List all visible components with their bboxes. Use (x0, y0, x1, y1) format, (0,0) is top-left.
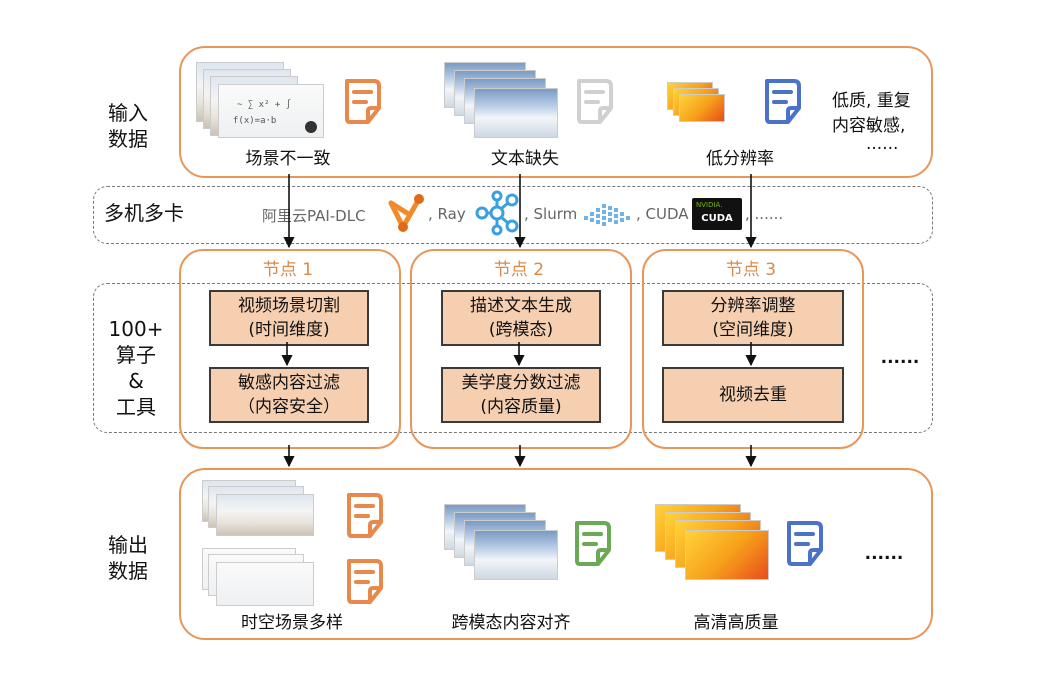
node-1-title: 节点 1 (262, 260, 314, 280)
document-icon (342, 78, 384, 126)
mm-item-ray: , Ray (428, 205, 466, 223)
nvidia-badge-text: NVIDIA. (696, 201, 723, 209)
op-aesthetic-filter: 美学度分数过滤 (内容质量) (441, 367, 601, 423)
input-extra-line-1: 低质, 重复 (832, 91, 911, 111)
op-resolution-adjust: 分辨率调整 (空间维度) (662, 290, 844, 346)
multi-machine-panel (93, 186, 933, 244)
input-data-label: 输入 数据 (108, 101, 148, 151)
output-more: ...... (864, 544, 904, 564)
document-icon (344, 492, 386, 540)
input-extra-line-3: ...... (866, 134, 899, 154)
operators-panel (93, 283, 933, 433)
operators-label: 100+ 算子 & 工具 (108, 317, 164, 419)
document-icon (574, 78, 616, 126)
output-caption-cross-modal: 跨模态内容对齐 (451, 613, 571, 633)
input-caption-text-missing: 文本缺失 (491, 149, 559, 169)
output-caption-high-quality: 高清高质量 (693, 613, 779, 633)
cuda-badge-text: CUDA (701, 213, 733, 224)
svg-text:~ ∑ x² + ∫: ~ ∑ x² + ∫ (237, 99, 291, 110)
op-caption-generation: 描述文本生成 (跨模态) (441, 290, 601, 346)
mm-item-more: , ...... (745, 205, 784, 223)
op-video-dedup: 视频去重 (662, 367, 844, 423)
pai-dlc-logo-icon (383, 191, 427, 235)
slurm-logo-icon (582, 198, 634, 228)
output-caption-diverse-scenes: 时空场景多样 (241, 613, 343, 633)
nvidia-cuda-badge-icon: NVIDIA. CUDA (692, 198, 742, 230)
mm-item-pai-dlc: 阿里云PAI-DLC (262, 207, 366, 225)
operators-more: ...... (880, 348, 920, 368)
input-caption-low-resolution: 低分辨率 (706, 149, 774, 169)
svg-text:f(x)=a·b: f(x)=a·b (233, 116, 276, 126)
document-icon (344, 558, 386, 606)
node-1-box (179, 249, 401, 449)
node-2-title: 节点 2 (493, 260, 545, 280)
mm-item-slurm: , Slurm (524, 205, 578, 223)
document-icon (762, 78, 804, 126)
node-3-box (642, 249, 864, 449)
node-2-box (410, 249, 632, 449)
input-extra-line-2: 内容敏感, (832, 116, 906, 136)
op-video-scene-cut: 视频场景切割 (时间维度) (209, 290, 369, 346)
document-icon (784, 520, 826, 568)
multi-machine-label: 多机多卡 (104, 201, 184, 225)
output-data-label: 输出 数据 (108, 533, 148, 583)
ray-logo-icon (474, 190, 520, 236)
node-3-title: 节点 3 (725, 260, 777, 280)
input-caption-scene-inconsistent: 场景不一致 (245, 149, 331, 169)
mm-item-cuda: , CUDA (636, 205, 689, 223)
document-icon (572, 520, 614, 568)
op-sensitive-filter: 敏感内容过滤 （内容安全） (209, 367, 369, 423)
